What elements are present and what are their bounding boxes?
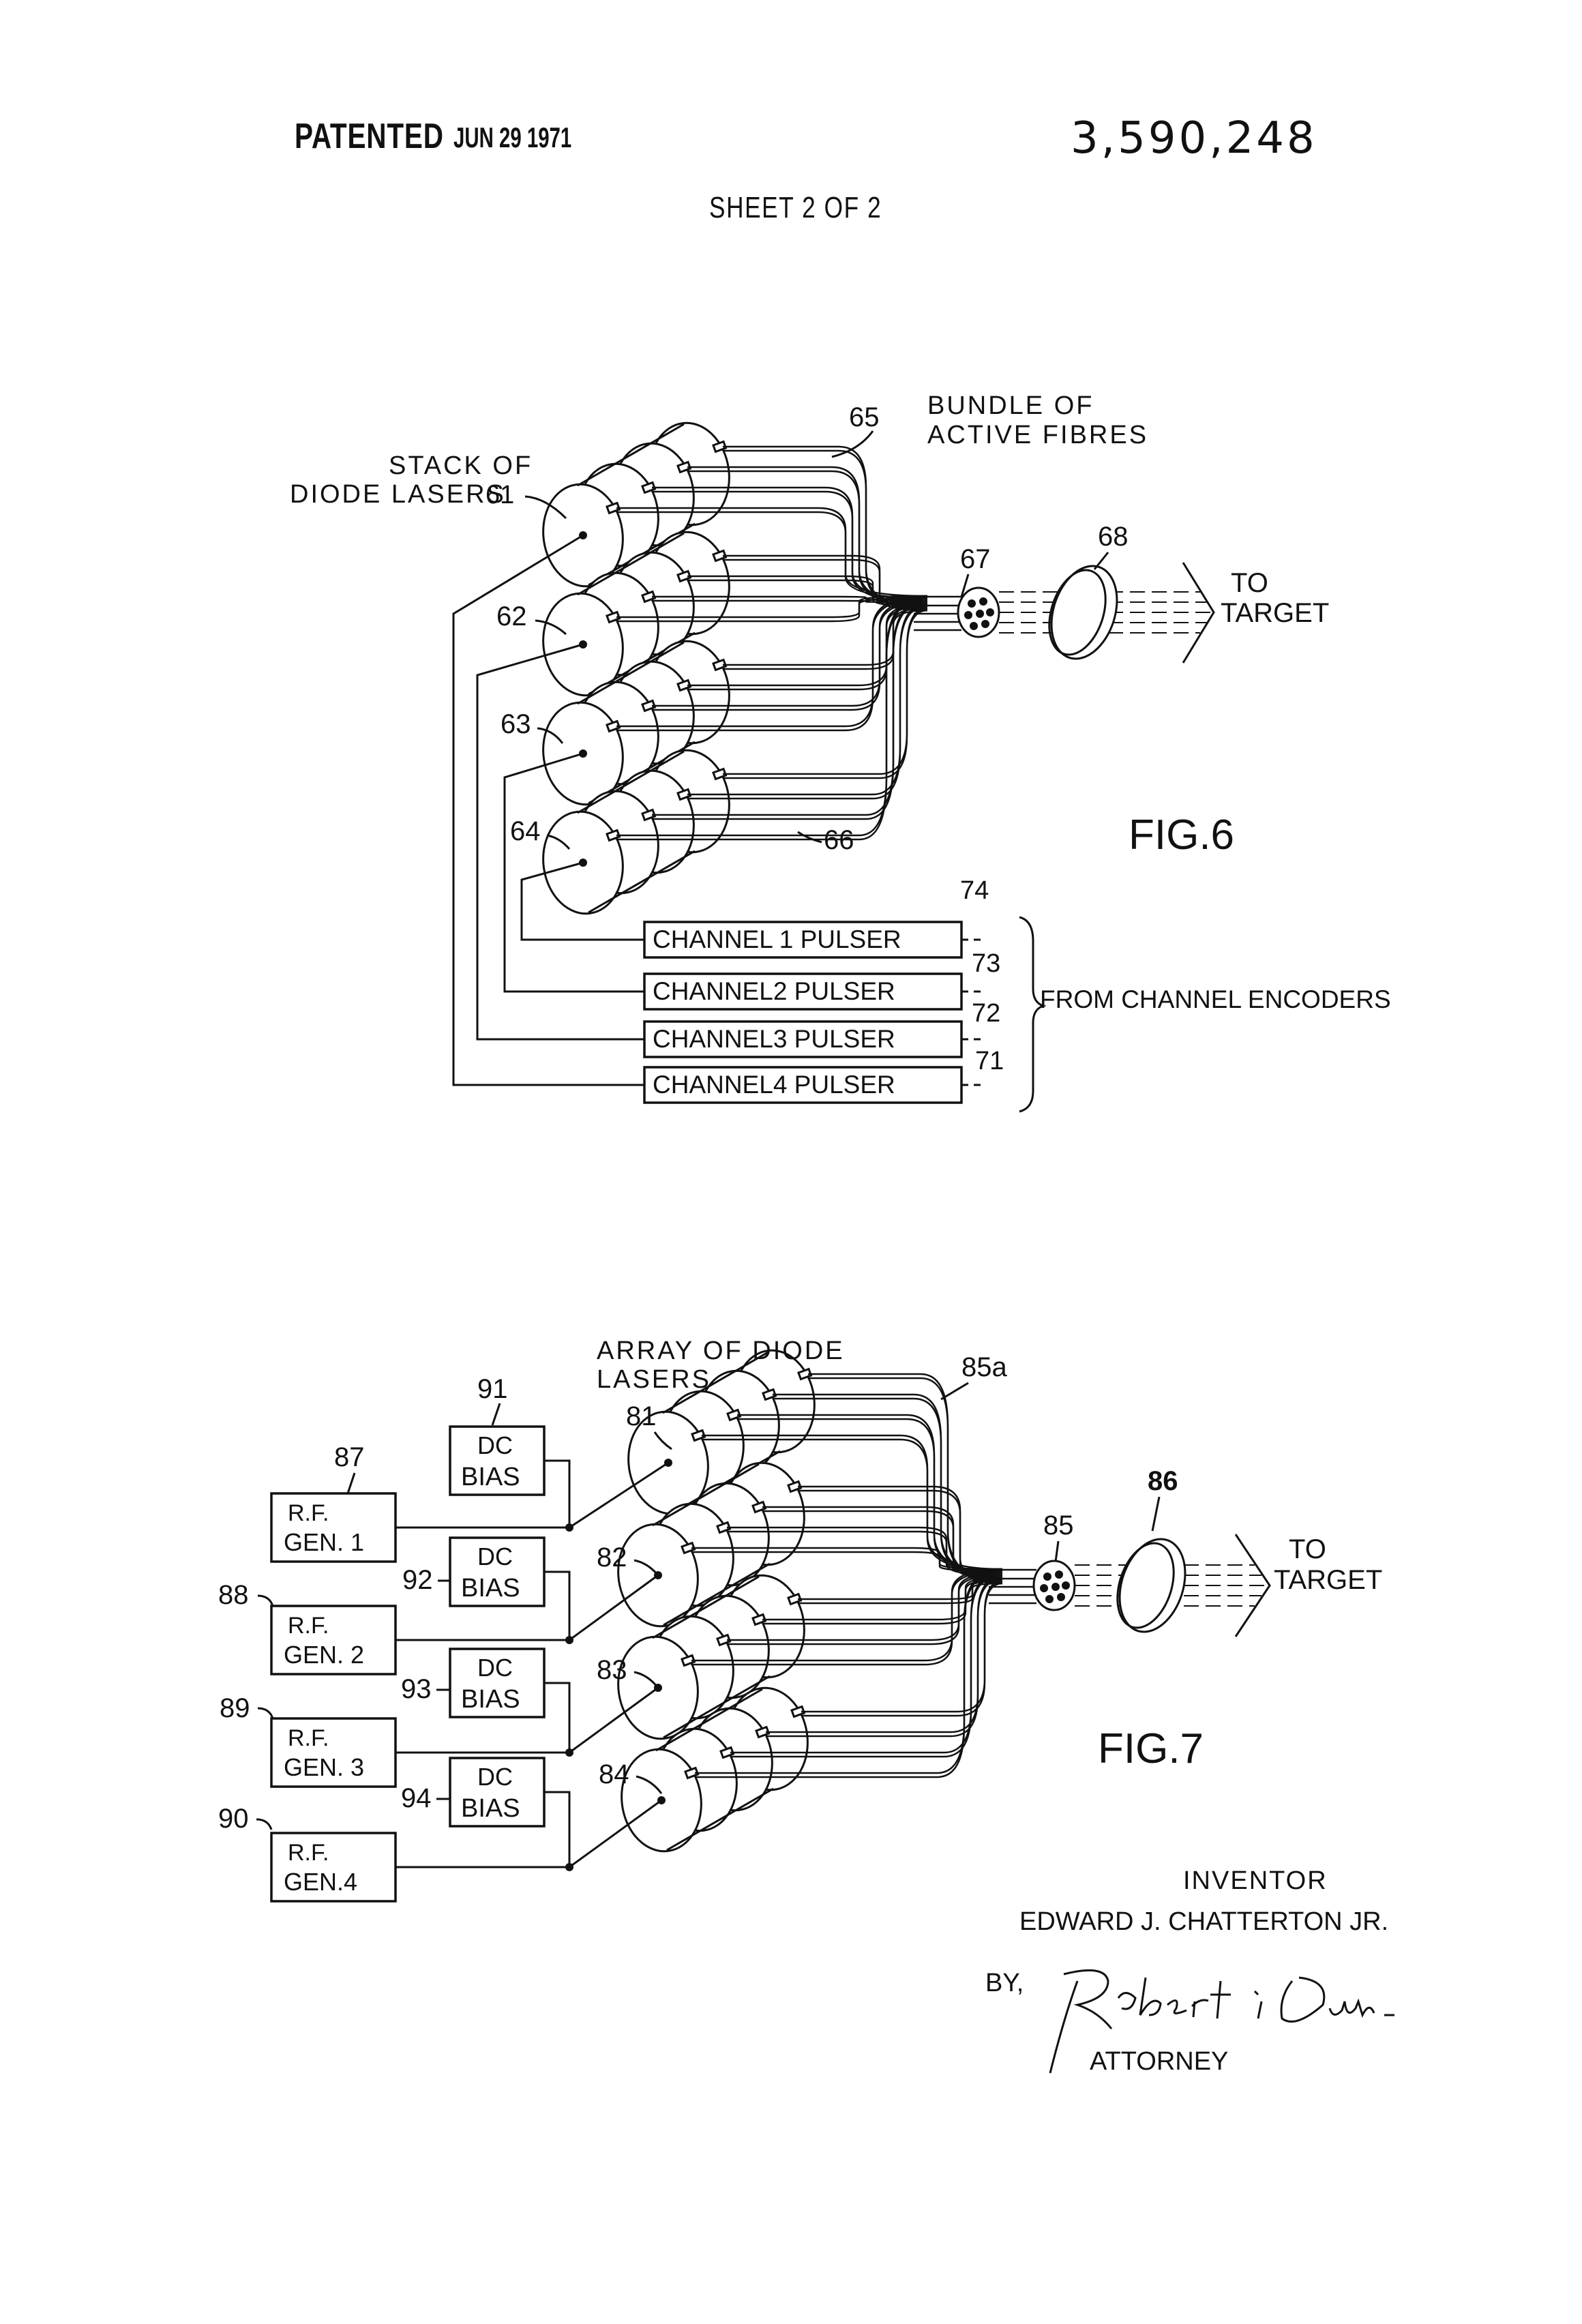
footer: INVENTOR EDWARD J. CHATTERTON JR. BY, AT…: [985, 1866, 1394, 2076]
fig7-ref-94: 94: [401, 1783, 432, 1813]
fig6-target-2: TARGET: [1221, 598, 1329, 628]
fig6-ref-62: 62: [496, 601, 527, 631]
fig6-ref-68: 68: [1098, 522, 1129, 552]
fig6-pulser-label-4: CHANNEL4 PULSER: [653, 1071, 895, 1099]
fig7-dc-label-a-3: DC: [477, 1654, 513, 1682]
fig6-bundle-label-2: ACTIVE FIBRES: [927, 421, 1148, 449]
attorney-label: ATTORNEY: [1090, 2047, 1228, 2076]
fig7-ref-84: 84: [599, 1759, 629, 1789]
fig7-node-4: [565, 1863, 573, 1871]
fig7-lens: [1109, 1531, 1197, 1641]
fig6-target-1: TO: [1231, 568, 1268, 598]
fig6-ref-67: 67: [960, 544, 991, 574]
fig7-ref-89: 89: [220, 1693, 250, 1723]
fig7-ref-87: 87: [334, 1442, 365, 1472]
fig6-ref-63: 63: [501, 709, 531, 739]
fig6-ref-61: 61: [486, 481, 514, 509]
fig7-label: FIG.7: [1098, 1725, 1204, 1772]
fig7-node-3: [565, 1748, 573, 1757]
by-label: BY,: [985, 1969, 1024, 1997]
fig7-ref-91: 91: [477, 1374, 508, 1404]
fig7-ref-85: 85: [1043, 1510, 1074, 1540]
fig7-target-1: TO: [1289, 1534, 1326, 1564]
fig7-rf-label-b-4: GEN.4: [284, 1868, 357, 1896]
fig7-ref-83: 83: [597, 1655, 627, 1685]
fig7-ref-92: 92: [402, 1565, 433, 1595]
fig7-ref-88: 88: [218, 1580, 249, 1610]
fig7-wire-dc-3: [544, 1683, 569, 1753]
fig6-ref-74: 74: [960, 876, 989, 905]
fig7-rf-label-a-4: R.F.: [288, 1840, 329, 1866]
fig7-dc-label-a-4: DC: [477, 1763, 513, 1791]
fig6-ref-72: 72: [972, 999, 1000, 1028]
fig6-encoders-label: FROM CHANNEL ENCODERS: [1040, 985, 1391, 1013]
fig6-stack-label-1: STACK OF: [389, 451, 533, 480]
fig7-dc-label-b-3: BIAS: [461, 1685, 520, 1714]
fig7-wire-dc-2: [544, 1572, 569, 1640]
fig7-ref-82: 82: [597, 1543, 627, 1573]
fig7-dc-label-b-2: BIAS: [461, 1574, 520, 1603]
fig7-node-2: [565, 1636, 573, 1644]
fig6-ref-65: 65: [849, 402, 880, 432]
fig7-dc-label-a-2: DC: [477, 1543, 513, 1570]
inventor-name: EDWARD J. CHATTERTON JR.: [1019, 1907, 1388, 1936]
fig7-ref-81: 81: [626, 1401, 657, 1431]
fig7-rf-label-b-2: GEN. 2: [284, 1641, 364, 1669]
fig7-rf-label-a-1: R.F.: [288, 1500, 329, 1526]
fig6-laser-stack: [537, 418, 736, 919]
fig7-diagram: R.F.GEN. 1R.F.GEN. 2R.F.GEN. 3R.F.GEN.4D…: [218, 1337, 1382, 1901]
fig7-node-1: [565, 1523, 573, 1532]
fig7-ref-85a: 85a: [961, 1352, 1007, 1382]
fig7-target-2: TARGET: [1274, 1565, 1382, 1595]
fig7-rf-label-a-3: R.F.: [288, 1725, 329, 1751]
fig7-dc-label-b-1: BIAS: [461, 1463, 520, 1491]
fig6-pulser-label-2: CHANNEL2 PULSER: [653, 977, 895, 1005]
fig6-ref-73: 73: [972, 949, 1000, 978]
fig6-pulser-label-3: CHANNEL3 PULSER: [653, 1025, 895, 1053]
fig6-ref-64: 64: [510, 816, 541, 846]
fig7-wire-dc-4: [544, 1792, 569, 1867]
fig6-stack-label-2: DIODE LASERS: [290, 480, 506, 509]
fig7-rf-label-a-2: R.F.: [288, 1613, 329, 1639]
fig7-ref-90: 90: [218, 1804, 249, 1834]
fig7-rf-label-b-3: GEN. 3: [284, 1753, 364, 1781]
fig6-encoder-brace: [1019, 917, 1043, 1112]
fig6-lens: [1041, 558, 1129, 668]
fig7-array-label-1: ARRAY OF DIODE: [597, 1337, 845, 1365]
fig7-array-label-2: LASERS: [597, 1365, 711, 1394]
fig6-pulser-label-1: CHANNEL 1 PULSER: [653, 925, 901, 953]
fig6-bundle-label-1: BUNDLE OF: [927, 391, 1094, 420]
fig6-ref-66: 66: [824, 825, 854, 855]
fig6-diagram: CHANNEL 1 PULSER CHANNEL2 PULSER CHANNEL3 …: [290, 391, 1391, 1112]
fig7-rf-label-b-1: GEN. 1: [284, 1528, 364, 1556]
fig7-wire-dc-1: [544, 1461, 569, 1528]
fig7-ref-93: 93: [401, 1674, 432, 1704]
fig6-ref-71: 71: [975, 1047, 1004, 1075]
fig7-dc-label-a-1: DC: [477, 1431, 513, 1459]
fig7-dc-label-b-4: BIAS: [461, 1794, 520, 1823]
inventor-label: INVENTOR: [1183, 1866, 1328, 1895]
fig6-label: FIG.6: [1129, 811, 1234, 859]
fig7-ref-86: 86: [1148, 1466, 1178, 1496]
